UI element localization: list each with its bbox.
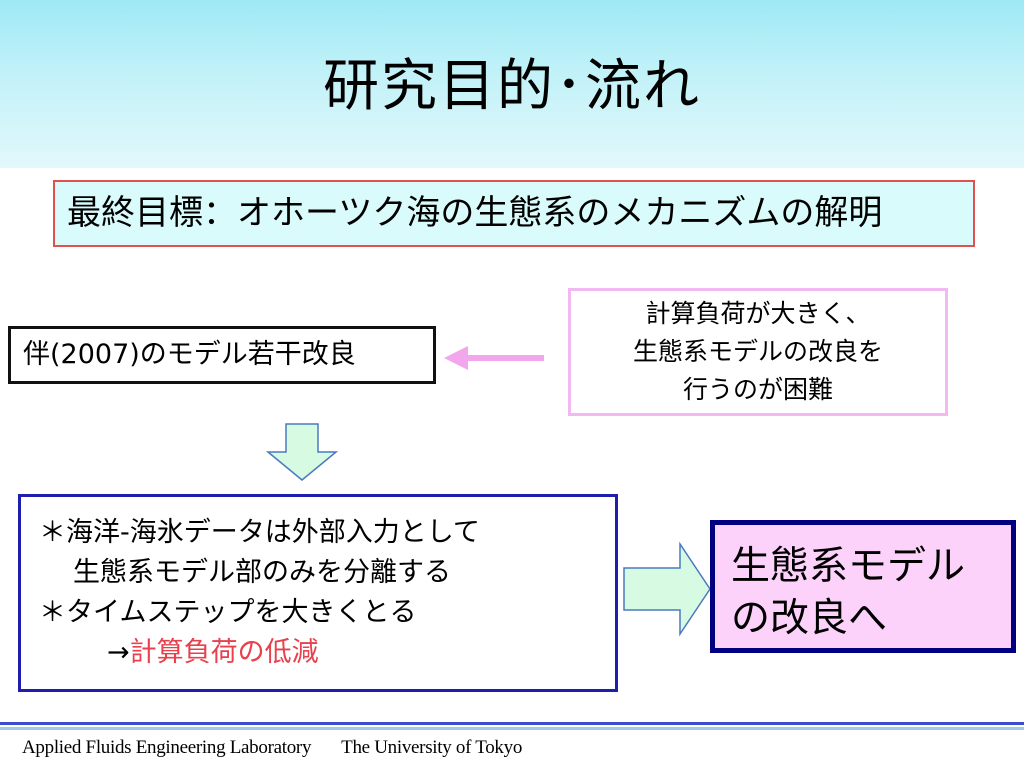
method-highlight: 計算負荷の低減 <box>129 637 319 668</box>
header-band <box>0 0 1024 168</box>
down-block-arrow-icon <box>266 423 338 481</box>
method-line-3: ＊タイムステップを大きくとる <box>39 597 417 628</box>
model-box: 伴(2007)のモデル若干改良 <box>8 326 436 384</box>
difficulty-line-1: 計算負荷が大きく、 <box>645 299 871 328</box>
difficulty-box: 計算負荷が大きく、 生態系モデルの改良を 行うのが困難 <box>568 288 948 416</box>
method-box: ＊海洋-海氷データは外部入力として 生態系モデル部のみを分離する ＊タイムステッ… <box>18 494 618 692</box>
footer-university: The University of Tokyo <box>341 737 523 758</box>
footer-divider-light <box>0 727 1024 730</box>
difficulty-line-2: 生態系モデルの改良を <box>632 337 883 366</box>
goal-box: 最終目標：オホーツク海の生態系のメカニズムの解明 <box>53 180 975 247</box>
method-line-2: 生態系モデル部のみを分離する <box>73 557 451 588</box>
footer-divider-dark <box>0 722 1024 725</box>
method-arrow-prefix: → <box>107 637 130 668</box>
method-line-4: →計算負荷の低減 <box>39 633 615 673</box>
method-line-1: ＊海洋-海氷データは外部入力として <box>39 517 480 548</box>
result-line-1: 生態系モデル <box>731 544 966 589</box>
slide-title: 研究目的･流れ <box>323 54 701 119</box>
right-block-arrow-icon <box>623 541 711 637</box>
result-box: 生態系モデル の改良へ <box>710 520 1016 653</box>
result-line-2: の改良へ <box>731 596 888 641</box>
footer-lab: Applied Fluids Engineering Laboratory <box>22 737 312 758</box>
footer: Applied Fluids Engineering Laboratory The… <box>22 735 522 761</box>
pink-left-arrow-icon <box>444 346 544 370</box>
difficulty-line-3: 行うのが困難 <box>682 375 833 404</box>
